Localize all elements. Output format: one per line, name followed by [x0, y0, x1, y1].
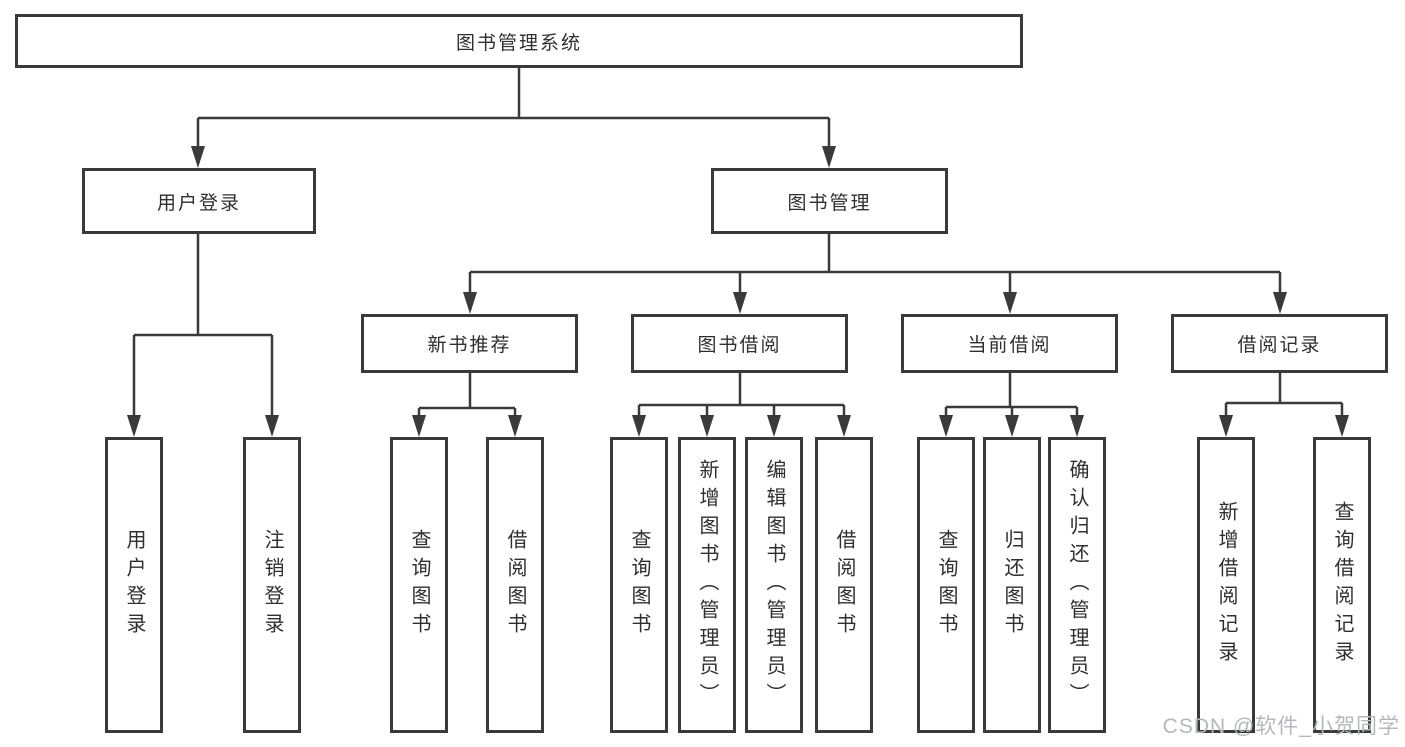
leaf-logout: 注销登录 — [243, 437, 301, 733]
leaf-user-login: 用户登录 — [105, 437, 163, 733]
node-borrowing-records: 借阅记录 — [1171, 314, 1388, 373]
leaf-borrow-books: 借阅图书 — [815, 437, 873, 733]
leaf-return-books: 归还图书 — [983, 437, 1041, 733]
leaf-add-borrow-record: 新增借阅记录 — [1197, 437, 1255, 733]
node-book-management: 图书管理 — [711, 168, 948, 234]
node-book-borrowing: 图书借阅 — [631, 314, 848, 373]
leaf-query-books-recommend: 查询图书 — [390, 437, 448, 733]
node-new-book-recommendation: 新书推荐 — [361, 314, 578, 373]
node-current-borrowing: 当前借阅 — [901, 314, 1118, 373]
leaf-query-borrow-record: 查询借阅记录 — [1313, 437, 1371, 733]
csdn-watermark: CSDN @软件_小贺同学 — [1162, 715, 1400, 738]
node-root-system: 图书管理系统 — [15, 14, 1023, 68]
leaf-edit-books-admin: 编辑图书（管理员） — [745, 437, 803, 733]
leaf-query-books-borrow: 查询图书 — [610, 437, 668, 733]
leaf-borrow-books-recommend: 借阅图书 — [486, 437, 544, 733]
leaf-query-books-current: 查询图书 — [917, 437, 975, 733]
leaf-confirm-return-admin: 确认归还（管理员） — [1048, 437, 1106, 733]
leaf-add-books-admin: 新增图书（管理员） — [678, 437, 736, 733]
node-user-login: 用户登录 — [82, 168, 316, 234]
